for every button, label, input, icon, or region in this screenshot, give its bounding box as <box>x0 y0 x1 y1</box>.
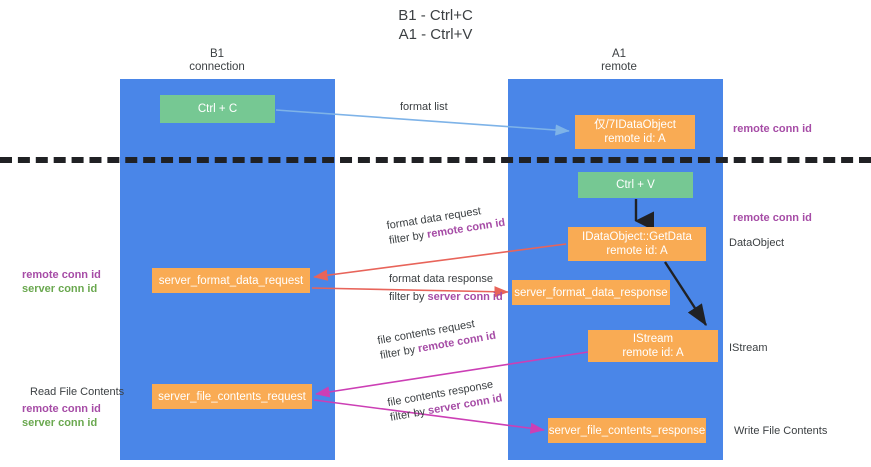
node-istream[interactable]: IStream remote id: A <box>588 330 718 362</box>
column-a1-role: remote <box>601 61 637 73</box>
node-idataobject[interactable]: 仅/7IDataObject remote id: A <box>575 115 695 149</box>
annotation-istream: IStream <box>729 342 768 354</box>
annotation-server-conn-id: server conn id <box>22 283 98 295</box>
node-server-file-contents-request-label: server_file_contents_request <box>158 390 306 403</box>
annotation-left-conn-ids-2: remote conn id server conn id <box>22 402 101 430</box>
node-server-file-contents-request[interactable]: server_file_contents_request <box>152 384 312 409</box>
edge-label-file-contents-response: file contents response filter by server … <box>386 376 504 425</box>
annotation-write-file-contents: Write File Contents <box>734 425 828 437</box>
node-server-file-contents-response-label: server_file_contents_response <box>548 424 706 437</box>
edge-format-list-text: format list <box>400 101 448 113</box>
node-istream-line1: IStream <box>632 333 674 345</box>
node-idataobject-getdata[interactable]: IDataObject::GetData remote id: A <box>568 227 706 261</box>
annotation-remote-conn-id-2: remote conn id <box>22 403 101 415</box>
edge-label-format-list: format list <box>400 100 448 115</box>
node-server-format-data-request-label: server_format_data_request <box>158 274 304 287</box>
page-title: B1 - Ctrl+C A1 - Ctrl+V <box>0 6 871 44</box>
edge-format-data-response-filter: filter by server conn id <box>389 290 503 305</box>
column-header-a1: A1 remote <box>552 48 686 74</box>
column-header-b1: B1 connection <box>150 48 284 74</box>
filter-prefix: filter by <box>389 291 428 303</box>
annotation-remote-conn-id-top: remote conn id <box>733 123 812 135</box>
annotation-server-conn-id-2: server conn id <box>22 417 98 429</box>
edge-label-file-contents-request: file contents request filter by remote c… <box>376 314 497 364</box>
node-idataobject-line1: 仅/7IDataObject <box>594 119 676 131</box>
node-server-format-data-response[interactable]: server_format_data_response <box>512 280 670 305</box>
annotation-remote-conn-id-mid: remote conn id <box>733 212 812 224</box>
title-line-2: A1 - Ctrl+V <box>398 26 473 43</box>
node-server-format-data-response-label: server_format_data_response <box>514 286 668 299</box>
filter-key: server conn id <box>427 291 503 303</box>
node-ctrl-c[interactable]: Ctrl + C <box>160 95 275 123</box>
node-server-format-data-request[interactable]: server_format_data_request <box>152 268 310 293</box>
annotation-dataobject: DataObject <box>729 237 785 249</box>
annotation-remote-conn-id: remote conn id <box>22 269 101 281</box>
edge-format-data-response-text: format data response <box>389 273 493 285</box>
node-getdata-line1: IDataObject::GetData <box>582 231 692 243</box>
node-idataobject-line2: remote id: A <box>604 133 666 145</box>
edge-label-format-data-request: format data request filter by remote con… <box>386 201 507 249</box>
node-istream-line2: remote id: A <box>622 347 684 359</box>
annotation-left-conn-ids: remote conn id server conn id <box>22 268 101 296</box>
node-ctrl-c-label: Ctrl + C <box>197 103 238 115</box>
node-ctrl-v-label: Ctrl + V <box>616 179 655 191</box>
section-divider <box>0 157 871 163</box>
node-getdata-line2: remote id: A <box>606 245 668 257</box>
column-b1-name: B1 <box>209 48 225 60</box>
annotation-read-file-contents: Read File Contents <box>30 386 125 398</box>
column-b1-role: connection <box>189 61 245 73</box>
node-server-file-contents-response[interactable]: server_file_contents_response <box>548 418 706 443</box>
column-a1-name: A1 <box>611 48 627 60</box>
node-ctrl-v[interactable]: Ctrl + V <box>578 172 693 198</box>
title-line-1: B1 - Ctrl+C <box>398 7 473 24</box>
edge-label-format-data-response: format data response filter by server co… <box>389 272 503 305</box>
